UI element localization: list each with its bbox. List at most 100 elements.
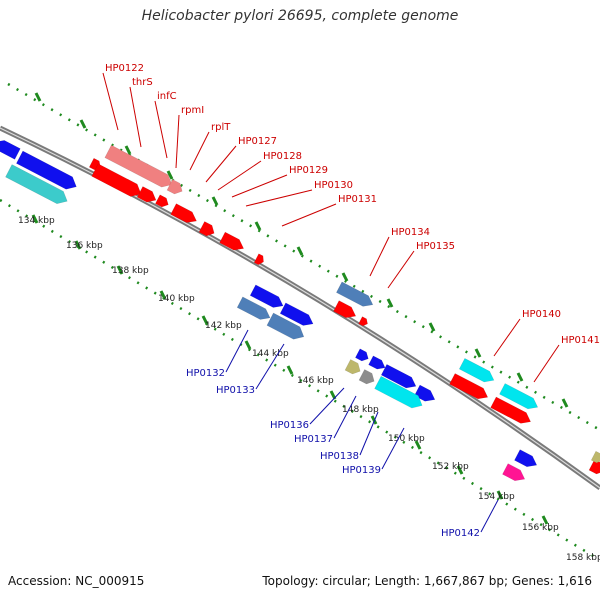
gene-blue [514, 449, 538, 467]
forward-label-leader [281, 203, 337, 227]
inner-major-tick [456, 465, 464, 475]
reverse-gene-label: HP0133 [216, 385, 255, 396]
reverse-label-leader [359, 411, 379, 456]
inner-major-tick [414, 440, 422, 450]
gene-blue [414, 384, 436, 402]
outer-major-tick [211, 196, 219, 206]
outer-major-tick [124, 145, 132, 155]
forward-gene-label: thrS [132, 77, 153, 88]
forward-label-leader [175, 114, 180, 169]
outer-tick-ring [7, 82, 600, 432]
forward-gene-label: HP0129 [289, 165, 328, 176]
reverse-gene-label: HP0136 [270, 420, 309, 431]
gene-rpmI [136, 186, 157, 203]
genome-summary: Topology: circular; Length: 1,667,867 bp… [262, 574, 592, 588]
gene-HP0132 [236, 296, 271, 320]
forward-gene-label: HP0140 [522, 309, 561, 320]
ruler-label: 158 kbp [566, 553, 600, 563]
forward-label-leader [387, 250, 415, 289]
inner-major-tick [496, 490, 504, 500]
outer-major-tick [516, 372, 524, 382]
outer-major-tick [386, 298, 394, 308]
reverse-label-leader [255, 343, 285, 390]
forward-label-leader [245, 189, 313, 207]
outer-major-tick [428, 322, 436, 332]
gene-red-small [358, 316, 368, 327]
outer-major-tick [79, 119, 87, 129]
map-title: Helicobacter pylori 26695, complete geno… [141, 8, 459, 24]
reverse-gene-label: HP0132 [186, 368, 225, 379]
gene-HP0137 [358, 369, 375, 385]
outer-major-tick [561, 398, 569, 408]
gene-HP0133 [266, 312, 305, 340]
gene-HP0136 [344, 359, 361, 375]
ruler-label: 150 kbp [388, 434, 425, 444]
forward-label-leader [129, 86, 142, 148]
reverse-gene-label: HP0139 [342, 465, 381, 476]
ruler-label: 142 kbp [205, 321, 242, 331]
inner-major-tick [201, 315, 209, 325]
gene-HP0135 [333, 300, 357, 318]
gene-infC [91, 163, 142, 197]
forward-label-leader [205, 145, 237, 183]
outer-major-tick [341, 272, 349, 282]
inner-major-tick [244, 340, 252, 350]
gene-HP0127 [170, 203, 197, 223]
forward-label-leader [102, 72, 119, 131]
reverse-label-leader [225, 329, 249, 373]
gene-thrS [166, 179, 183, 195]
gene-HP0140 [458, 358, 495, 383]
inner-major-tick [370, 415, 378, 425]
outer-major-tick [34, 92, 42, 102]
reverse-label-leader [309, 387, 345, 425]
outer-major-tick [296, 246, 304, 256]
ruler-label: 146 kbp [297, 376, 334, 386]
reverse-gene-label: HP0137 [294, 434, 333, 445]
gene-teal [5, 164, 68, 205]
outer-major-tick [166, 170, 174, 180]
inner-major-tick [541, 515, 549, 525]
gene-HP0134 [336, 281, 374, 307]
ruler-label: 154 kbp [478, 492, 515, 502]
inner-major-tick [116, 265, 124, 275]
backbone-highlight [0, 127, 600, 489]
forward-label-leader [217, 160, 262, 191]
forward-gene-label: HP0135 [416, 241, 455, 252]
ruler-label: 152 kbp [432, 462, 469, 472]
reverse-gene-label: HP0138 [320, 451, 359, 462]
ruler-label: 136 kbp [66, 241, 103, 251]
forward-label-leader [369, 236, 390, 277]
inner-major-tick [286, 365, 294, 375]
ruler-label: 144 kbp [252, 349, 289, 359]
forward-gene-label: HP0131 [338, 194, 377, 205]
gene-HP0130 [253, 253, 264, 266]
gene-blue [249, 284, 284, 308]
inner-major-tick [31, 214, 39, 224]
gene-blue [0, 140, 21, 160]
forward-gene-label: rplT [211, 122, 231, 133]
gene-HP0122 [104, 144, 173, 188]
forward-gene-label: HP0122 [105, 63, 144, 74]
forward-label-leader [493, 318, 521, 357]
gene-rplT [155, 194, 169, 208]
gene-HP0128 [198, 221, 215, 237]
forward-gene-label: HP0130 [314, 180, 353, 191]
gene-blue [279, 302, 314, 326]
accession-label: Accession: NC_000915 [8, 574, 145, 588]
reverse-gene-label: HP0142 [441, 528, 480, 539]
forward-gene-label: HP0141 [561, 335, 600, 346]
gene-HP0138 [374, 375, 423, 409]
gene-blue [380, 364, 417, 389]
ruler-label: 140 kbp [158, 294, 195, 304]
ruler-label: 148 kbp [342, 405, 379, 415]
gene-HP0129 [219, 231, 245, 251]
ruler-label: 156 kbp [522, 523, 559, 533]
forward-label-leader [189, 131, 210, 171]
forward-gene-label: HP0134 [391, 227, 430, 238]
gene-HP0141 [499, 383, 539, 410]
gene-HP0142 [502, 463, 526, 481]
gene-blue [16, 150, 77, 190]
forward-gene-label: rpmI [181, 105, 204, 116]
ruler-label: 134 kbp [18, 216, 55, 226]
